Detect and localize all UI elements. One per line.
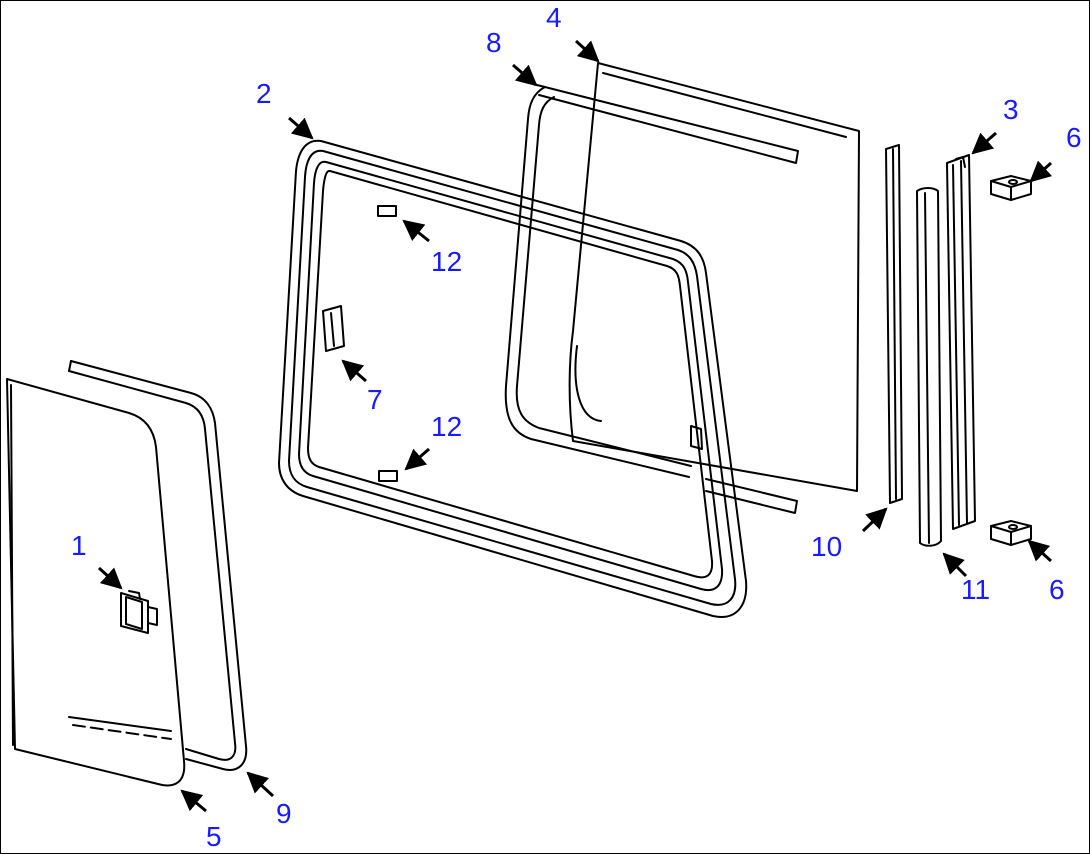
callout-5: 5 (206, 821, 222, 852)
callout-11: 11 (961, 574, 990, 605)
callout-6-lower: 6 (1049, 574, 1065, 605)
callout-4: 4 (546, 2, 562, 33)
callout-3: 3 (1003, 94, 1019, 125)
callout-12-lower: 12 (431, 411, 462, 442)
callout-8: 8 (486, 27, 502, 58)
callout-2: 2 (256, 78, 272, 109)
callout-labels: 1 2 3 4 5 6 6 7 8 9 10 11 12 12 (71, 2, 1082, 852)
callout-6-upper: 6 (1066, 122, 1082, 153)
part-12-block-lower (378, 470, 398, 482)
part-6-block-lower (990, 520, 1032, 546)
callout-1: 1 (71, 530, 87, 561)
part-11-channel (916, 187, 942, 547)
part-3-channel (946, 154, 976, 530)
callout-12-upper: 12 (431, 246, 462, 277)
callout-9: 9 (276, 798, 292, 829)
part-9-seal (68, 360, 248, 771)
part-8-seal (504, 84, 799, 514)
part-6-block-upper (990, 175, 1032, 201)
callout-10: 10 (811, 531, 842, 562)
callout-7: 7 (367, 384, 383, 415)
part-12-block-upper (377, 205, 397, 217)
part-2-window-frame (278, 139, 748, 618)
leader-arrows (97, 39, 1053, 813)
part-4-glass-pane (568, 62, 860, 492)
part-7-latch-strip (322, 305, 345, 352)
part-1-latch (120, 590, 158, 634)
part-10-strip (885, 144, 903, 504)
part-5-glass-pane (6, 378, 186, 787)
